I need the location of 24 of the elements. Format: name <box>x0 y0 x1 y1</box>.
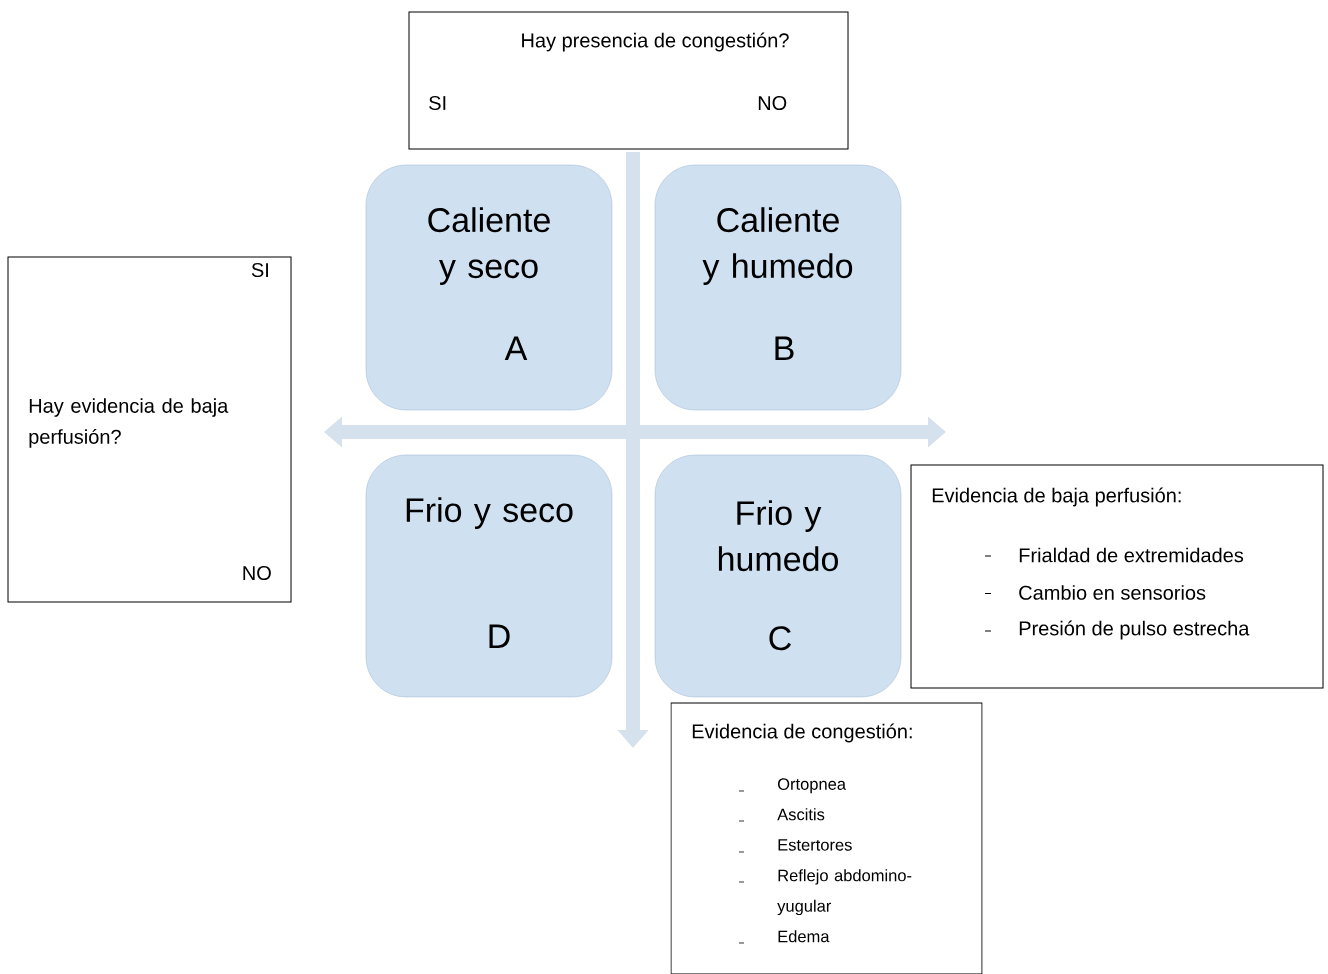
answer-label: SI <box>251 262 268 278</box>
list-item: Presión de pulso estrecha <box>1019 620 1250 640</box>
list-item: Frialdad de extremidades <box>1019 547 1244 563</box>
answer-label: NO <box>758 95 787 111</box>
list-item: Ortopnea <box>778 778 846 794</box>
quadrant-letter: B <box>775 336 794 360</box>
list-item: Estertores <box>778 839 852 851</box>
quadrant-label: Caliente y seco <box>428 207 550 285</box>
list-item: Ascitis <box>777 808 825 821</box>
list-item: Edema <box>778 930 830 943</box>
answer-label: SI <box>429 95 446 111</box>
quadrant-letter: C <box>769 626 791 651</box>
quadrant-letter: A <box>504 336 528 360</box>
quadrant-letter: D <box>489 624 510 648</box>
box-heading: Evidencia de baja perfusión: <box>932 487 1181 507</box>
question-text: Hay evidencia de baja perfusión? <box>29 398 229 448</box>
list-item: Cambio en sensorios <box>1019 585 1206 600</box>
quadrant-label: Frio y humedo <box>718 500 838 572</box>
list-item: Reflejo abdomino-yugular <box>777 869 912 916</box>
question-text: Hay presencia de congestión? <box>522 32 789 52</box>
answer-label: NO <box>243 565 271 581</box>
quadrant-label: Frio y seco <box>406 497 573 529</box>
quadrant-label: Caliente y humedo <box>702 207 853 285</box>
box-heading: Evidencia de congestión: <box>692 723 912 743</box>
